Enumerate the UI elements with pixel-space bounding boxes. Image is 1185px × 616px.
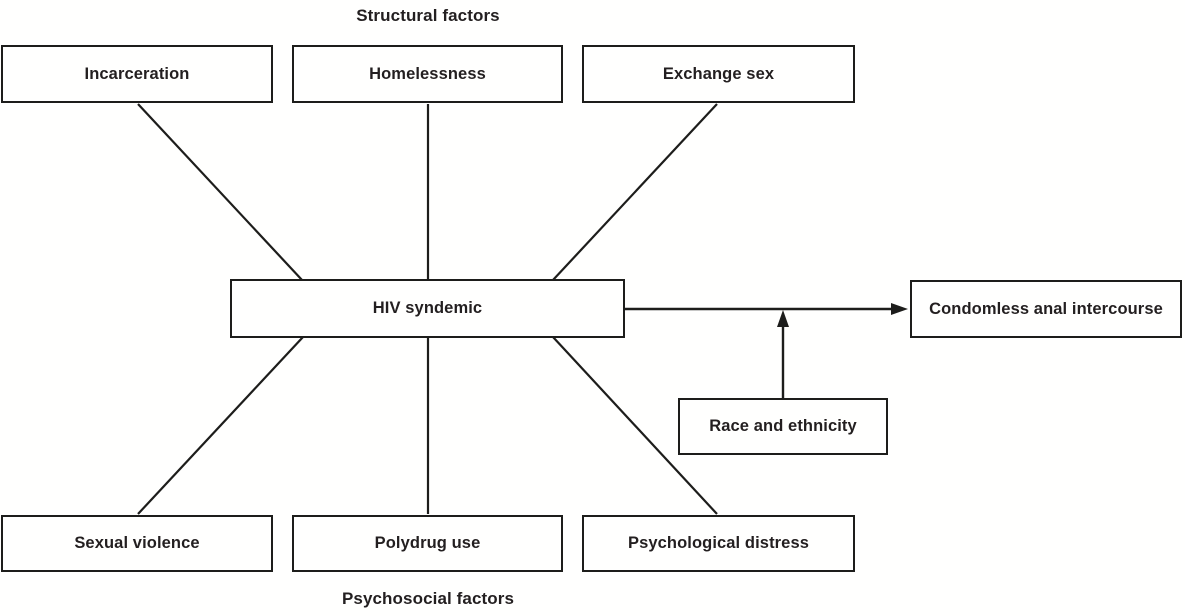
node-psychological-distress: Psychological distress: [582, 515, 855, 572]
edge-incarceration-hiv: [137, 103, 303, 281]
edge-sexual-violence-hiv: [137, 336, 304, 515]
edge-exchange-sex-hiv: [552, 103, 718, 281]
node-psychological-distress-label: Psychological distress: [627, 534, 810, 552]
node-incarceration: Incarceration: [1, 45, 273, 103]
node-polydrug-use: Polydrug use: [292, 515, 563, 572]
edge-psychological-distress-hiv: [552, 336, 718, 515]
node-polydrug-use-label: Polydrug use: [374, 534, 481, 552]
psychosocial-factors-label: Psychosocial factors: [341, 589, 515, 608]
node-incarceration-label: Incarceration: [84, 64, 190, 83]
node-sexual-violence: Sexual violence: [1, 515, 273, 572]
node-hiv-syndemic: HIV syndemic: [230, 279, 625, 338]
node-hiv-syndemic-label: HIV syndemic: [372, 299, 483, 317]
node-race-and-ethnicity-label: Race and ethnicity: [709, 417, 857, 435]
arrowhead-race-ethnicity-moderator: [777, 310, 789, 327]
node-condomless-anal-intercourse: Condomless anal intercourse: [910, 280, 1182, 338]
structural-factors-label: Structural factors: [356, 6, 500, 25]
node-exchange-sex: Exchange sex: [582, 45, 855, 103]
node-sexual-violence-label: Sexual violence: [74, 534, 200, 552]
node-homelessness-label: Homelessness: [369, 64, 486, 83]
node-exchange-sex-label: Exchange sex: [662, 64, 775, 83]
node-homelessness: Homelessness: [292, 45, 563, 103]
node-condomless-anal-intercourse-label: Condomless anal intercourse: [929, 299, 1163, 318]
node-race-and-ethnicity: Race and ethnicity: [678, 398, 888, 455]
arrowhead-hiv-condomless: [891, 303, 908, 315]
